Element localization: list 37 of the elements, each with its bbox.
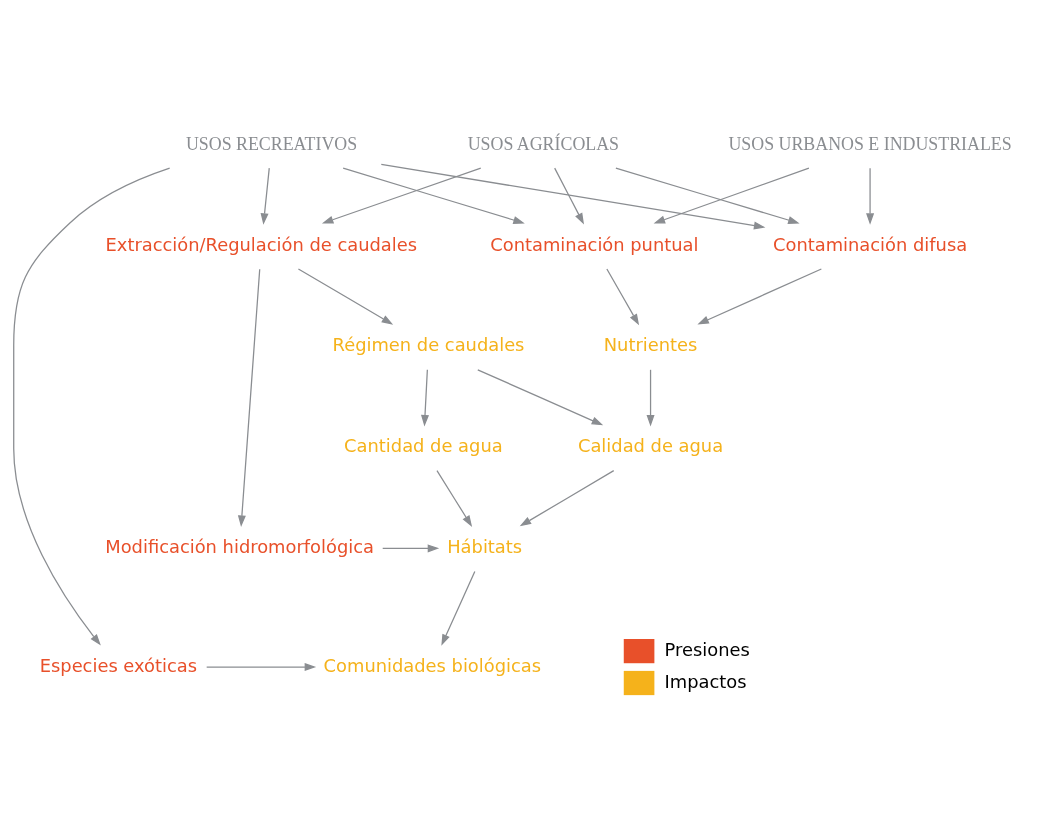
arrow [554,167,584,225]
arrow [441,570,476,646]
arrow [615,167,800,224]
node-text: Comunidades biológicas [323,654,542,676]
arrow [866,167,875,225]
node-text: Nutrientes [603,334,698,356]
node-text: Hábitats [447,536,523,558]
arrow [606,268,640,326]
node-text: Régimen de caudales [332,334,525,356]
arrow [519,470,615,527]
arrow [380,163,766,230]
legend-label: Impactos [664,670,747,692]
arrow [206,663,317,672]
legend-label: Presiones [664,638,750,660]
node-text: Calidad de agua [577,435,724,457]
arrow [342,167,525,224]
arrow [237,268,261,527]
arrow [436,470,473,527]
arrow [13,167,171,646]
arrow [477,369,604,426]
node-text: USOS URBANOS E INDUSTRIALES [728,133,1012,154]
arrow [382,544,440,553]
node-text: Cantidad de agua [344,435,503,457]
arrow [421,369,430,427]
arrow [321,167,482,224]
node-text: Contaminación difusa [772,233,968,255]
node-text: USOS AGRÍCOLAS [467,133,620,154]
arrow [653,167,810,224]
node-text: Especies exóticas [39,654,198,676]
arrow [646,369,655,427]
arrow [260,167,270,225]
arrow [297,268,394,325]
node-text: USOS RECREATIVOS [185,133,358,154]
node-text: Modificación hidromorfológica [105,536,374,558]
node-text: Contaminación puntual [490,233,699,255]
arrow [697,268,822,325]
node-text: Extracción/Regulación de caudales [105,233,418,255]
